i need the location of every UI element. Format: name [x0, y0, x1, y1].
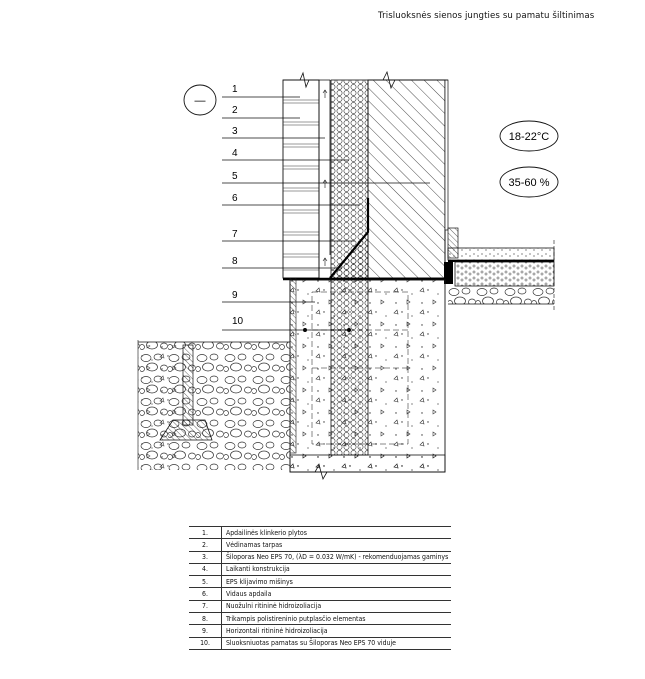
callout-3: 3	[232, 126, 238, 137]
legend-number: 6.	[189, 587, 222, 601]
legend-text: EPS klijavimo mišinys	[221, 575, 451, 589]
legend-row: 2.Vėdinamas tarpas	[189, 538, 451, 552]
legend-text: Trikampis polistireninio putplasčio elem…	[221, 612, 451, 626]
exterior-ground	[137, 340, 290, 470]
legend-row: 7.Nuožulni ritininė hidroizoliacija	[189, 600, 451, 614]
callout-1: 1	[232, 84, 238, 95]
legend-number: 2.	[189, 538, 222, 552]
legend-text: Nuožulni ritininė hidroizoliacija	[221, 600, 451, 614]
legend-row: 3.Šiloporas Neo EPS 70, (λD = 0.032 W/mK…	[189, 551, 451, 564]
legend-text: Vidaus apdaila	[221, 587, 451, 601]
legend-number: 7.	[189, 600, 222, 614]
callout-8: 8	[232, 256, 238, 267]
svg-text:18-22°C: 18-22°C	[509, 131, 550, 143]
floor-construction	[444, 227, 555, 310]
sloped-waterproofing	[329, 198, 370, 279]
legend-number: 5.	[189, 575, 222, 589]
interior-finish	[444, 79, 449, 231]
legend-row: 5.EPS klijavimo mišinys	[189, 575, 451, 589]
legend-row: 1.Apdailinės klinkerio plytos	[189, 525, 451, 540]
legend-row: 4.Laikanti konstrukcija	[189, 563, 451, 577]
drawing-title: Trisluoksnės sienos jungties su pamatu š…	[378, 11, 595, 21]
legend-row: 9.Horizontali ritininė hidroizoliacija	[189, 624, 451, 638]
callout-leaders	[222, 117, 430, 331]
brick-facing-layer	[282, 79, 320, 279]
callout-7: 7	[232, 229, 238, 240]
legend-row: 6.Vidaus apdaila	[189, 587, 451, 601]
legend-number: 9.	[189, 624, 222, 638]
legend-number: 3.	[189, 551, 222, 564]
callout-10: 10	[232, 316, 244, 327]
legend-text: Šiloporas Neo EPS 70, (λD = 0.032 W/mK) …	[221, 551, 451, 564]
legend-text: Apdailinės klinkerio plytos	[221, 525, 451, 540]
callout-4: 4	[232, 148, 238, 159]
legend-text: Sluoksniuotas pamatas su Šiloporas Neo E…	[221, 637, 451, 650]
callout-9: 9	[232, 290, 238, 301]
temperature-tag: 18-22°C	[499, 120, 559, 152]
humidity-tag: 35-60 %	[499, 166, 559, 198]
wall-foundation-section-drawing: 1 2 3 4 5 6 7 8 9 — 18-22°C 35-60 % 10	[137, 70, 559, 481]
svg-text:35-60 %: 35-60 %	[509, 177, 550, 189]
legend-number: 4.	[189, 563, 222, 577]
legend-text: Horizontali ritininė hidroizoliacija	[221, 624, 451, 638]
callout-5: 5	[232, 171, 238, 182]
legend-text: Vėdinamas tarpas	[221, 538, 451, 552]
callout-2: 2	[232, 105, 238, 116]
ventilated-gap	[318, 80, 331, 278]
callout-6: 6	[232, 193, 238, 204]
load-bearing-wall	[367, 79, 446, 279]
layered-foundation	[289, 277, 446, 481]
legend-number: 1.	[189, 525, 222, 540]
legend-row: 8.Trikampis polistireninio putplasčio el…	[189, 612, 451, 626]
svg-text:—: —	[195, 95, 206, 107]
legend-number: 8.	[189, 612, 222, 626]
legend-text: Laikanti konstrukcija	[221, 563, 451, 577]
exterior-minus-tag: —	[183, 84, 217, 116]
legend-number: 10.	[189, 637, 222, 650]
legend-row: 10.Sluoksniuotas pamatas su Šiloporas Ne…	[189, 637, 451, 650]
